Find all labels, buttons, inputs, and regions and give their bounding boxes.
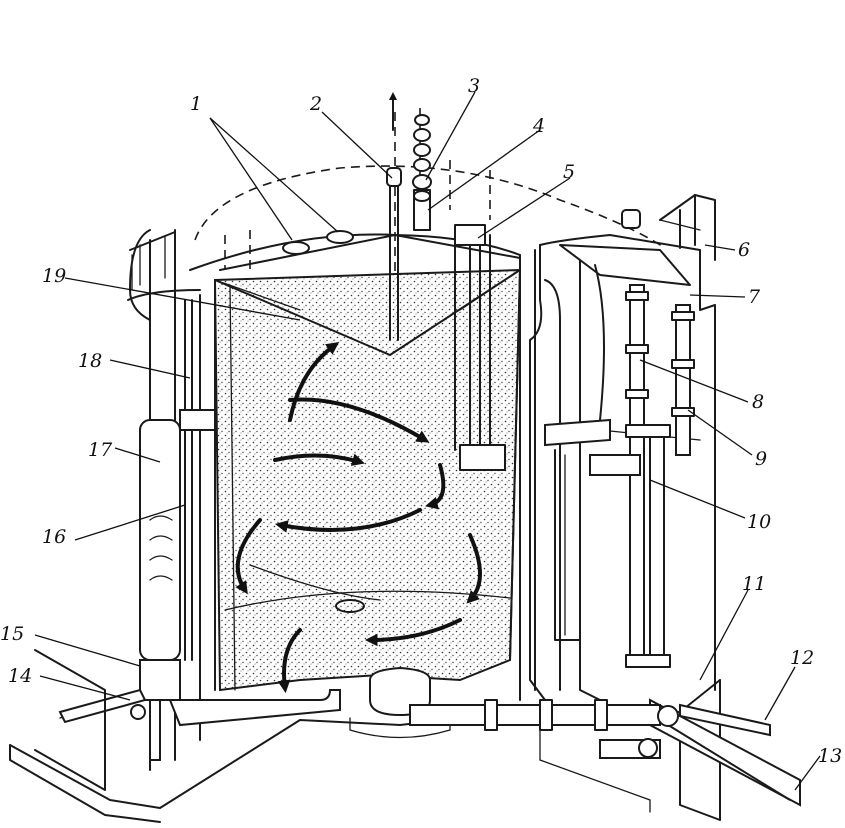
label-18: 18 bbox=[78, 350, 102, 372]
label-19: 19 bbox=[42, 265, 66, 287]
roof-railing bbox=[559, 194, 716, 286]
label-5: 5 bbox=[563, 161, 575, 183]
label-1: 1 bbox=[190, 93, 202, 115]
outlet-pipes bbox=[409, 698, 801, 807]
label-9: 9 bbox=[755, 448, 767, 470]
central-shaft bbox=[386, 92, 402, 341]
label-11: 11 bbox=[742, 573, 766, 595]
gas-valve-stack bbox=[412, 114, 432, 231]
label-10: 10 bbox=[747, 511, 771, 533]
right-chamber bbox=[454, 224, 716, 701]
roof-hatches bbox=[282, 230, 354, 255]
bottom-sump bbox=[335, 599, 431, 716]
label-7: 7 bbox=[748, 286, 761, 308]
label-16: 16 bbox=[42, 526, 66, 548]
label-3: 3 bbox=[468, 75, 480, 97]
label-6: 6 bbox=[738, 239, 750, 261]
label-14: 14 bbox=[8, 665, 32, 687]
callout-labels: 1 2 3 4 5 6 7 8 9 10 11 12 13 14 15 16 1… bbox=[0, 75, 842, 767]
right-riser-pipes bbox=[544, 284, 695, 668]
circulation-arrows bbox=[224, 342, 511, 694]
label-8: 8 bbox=[752, 391, 764, 413]
inlet-pipe bbox=[34, 649, 147, 791]
leader-lines bbox=[34, 91, 821, 791]
label-12: 12 bbox=[790, 647, 814, 669]
label-2: 2 bbox=[309, 93, 322, 115]
label-13: 13 bbox=[818, 745, 842, 767]
label-17: 17 bbox=[88, 439, 113, 461]
label-15: 15 bbox=[0, 623, 24, 645]
label-4: 4 bbox=[532, 115, 545, 137]
